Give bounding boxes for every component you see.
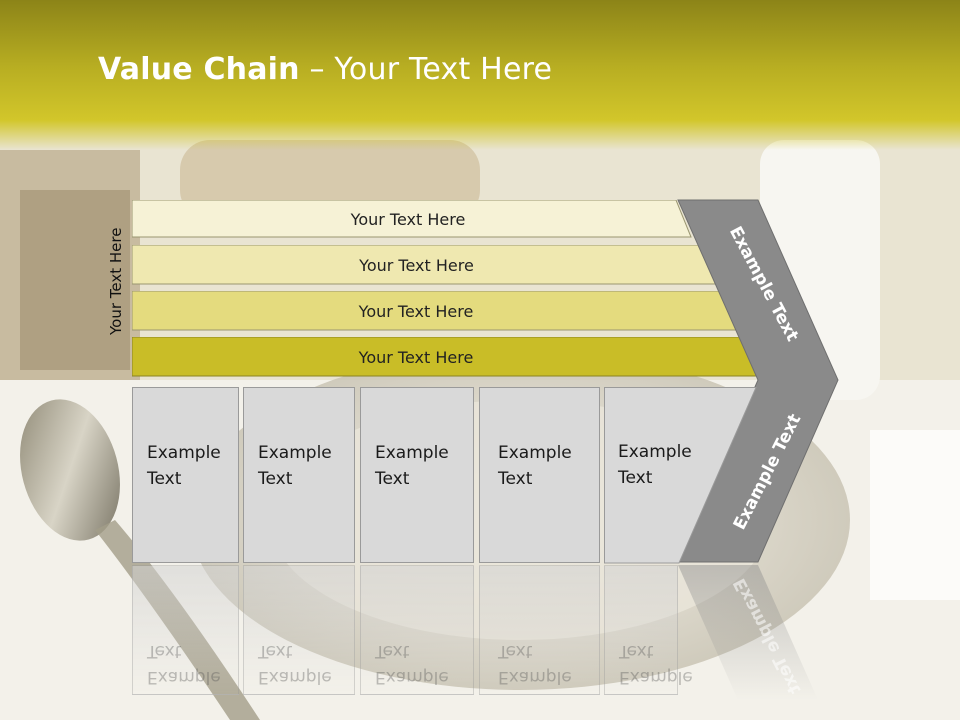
box-4-reflection-line2: Text	[498, 641, 533, 661]
box-2-reflection-line1: Example	[258, 667, 332, 687]
box-2-reflection-text: Example Text	[258, 638, 332, 690]
chevron-reflection	[678, 565, 818, 700]
box-3-reflection: Example Text	[360, 565, 474, 695]
box-5	[604, 387, 757, 564]
box-3-line2: Text	[375, 469, 410, 489]
box-5-text: Example Text	[618, 439, 692, 491]
bar-1-shape	[132, 200, 692, 238]
bar-4: Your Text Here	[132, 337, 764, 377]
title-rest: – Your Text Here	[299, 52, 553, 87]
box-4-reflection-line1: Example	[498, 667, 572, 687]
box-4-line1: Example	[498, 443, 572, 463]
box-3-reflection-line2: Text	[375, 641, 410, 661]
box-1-reflection-line2: Text	[147, 641, 182, 661]
title-bold: Value Chain	[98, 52, 300, 87]
box-5-reflection-line2: Text	[619, 641, 654, 661]
box-4-line2: Text	[498, 469, 533, 489]
bar-1: Your Text Here	[132, 200, 692, 238]
box-1-reflection-line1: Example	[147, 667, 221, 687]
box-1-line1: Example	[147, 443, 221, 463]
box-4-reflection-text: Example Text	[498, 638, 572, 690]
box-2-reflection: Example Text	[243, 565, 355, 695]
box-5-shape	[604, 387, 757, 564]
box-3-line1: Example	[375, 443, 449, 463]
chevron-reflection-shape	[678, 565, 818, 700]
side-label: Your Text Here	[107, 227, 125, 335]
box-1-reflection: Example Text	[132, 565, 239, 695]
box-4-reflection: Example Text	[479, 565, 600, 695]
box-3-reflection-text: Example Text	[375, 638, 449, 690]
bar-3: Your Text Here	[132, 291, 740, 331]
box-2-line1: Example	[258, 443, 332, 463]
bar-2: Your Text Here	[132, 245, 717, 285]
bar-4-label: Your Text Here	[358, 347, 474, 367]
box-5-line2: Text	[618, 468, 653, 488]
box-2-reflection-line2: Text	[258, 641, 293, 661]
box-1-line2: Text	[147, 469, 182, 489]
header-band	[0, 0, 960, 150]
bar-1-label: Your Text Here	[350, 209, 466, 229]
page-title: Value Chain – Your Text Here	[98, 52, 552, 87]
box-1-reflection-text: Example Text	[147, 638, 221, 690]
box-2-line2: Text	[258, 469, 293, 489]
box-5-line1: Example	[618, 442, 692, 462]
box-3-reflection-line1: Example	[375, 667, 449, 687]
bar-2-label: Your Text Here	[359, 255, 474, 275]
bar-3-label: Your Text Here	[358, 301, 474, 321]
